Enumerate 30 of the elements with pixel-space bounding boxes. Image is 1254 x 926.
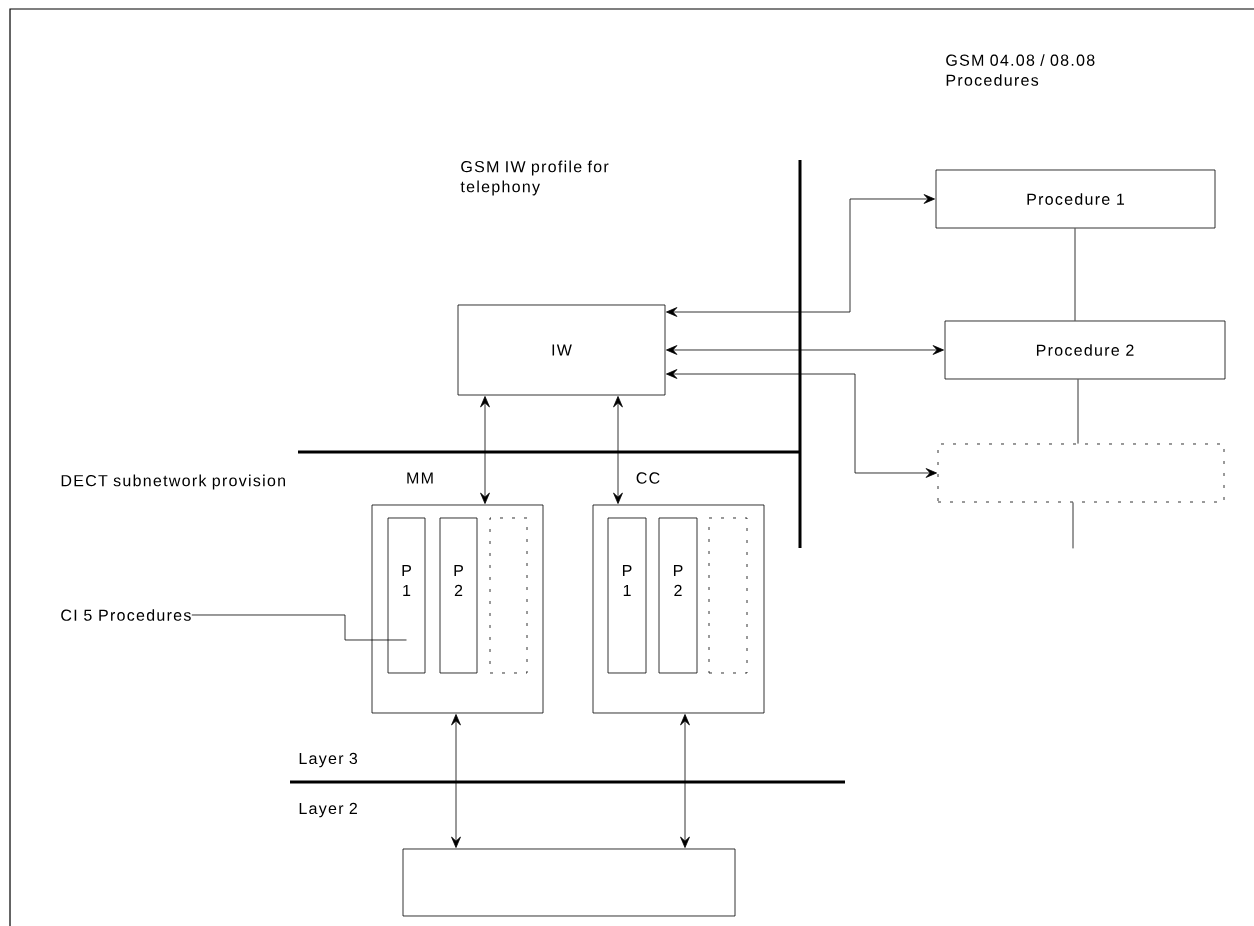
arrow bbox=[451, 714, 461, 848]
connector-line bbox=[1074, 228, 1076, 321]
section-heading: GSM IW profile for telephony bbox=[460, 160, 609, 196]
procedure-column: P 1 bbox=[607, 517, 647, 674]
procedure-column: P 1 bbox=[387, 517, 426, 674]
procedure-box: Procedure 2 bbox=[944, 320, 1226, 380]
section-heading: GSM 04.08 / 08.08 Procedures bbox=[946, 54, 1095, 86]
placeholder-column bbox=[708, 517, 748, 674]
procedure-column: P 2 bbox=[439, 517, 478, 674]
connector-line bbox=[1072, 502, 1074, 549]
process-box: IW bbox=[457, 304, 666, 396]
arrow bbox=[666, 345, 944, 355]
node-label: MM bbox=[407, 472, 433, 484]
arrow bbox=[613, 396, 623, 504]
arrow bbox=[680, 714, 690, 848]
node-label: CC bbox=[636, 472, 660, 484]
arrow bbox=[666, 369, 937, 478]
placeholder-box bbox=[937, 443, 1225, 503]
layer-label: Layer 3 bbox=[299, 752, 358, 768]
procedure-box: Procedure 1 bbox=[935, 169, 1216, 229]
procedure-column: P 2 bbox=[658, 517, 698, 674]
arrow bbox=[480, 396, 490, 504]
arrow bbox=[666, 194, 935, 317]
layer-label: Layer 2 bbox=[299, 802, 357, 818]
annotation-text: CI 5 Procedures bbox=[61, 609, 191, 621]
leader-line bbox=[191, 614, 407, 641]
connector-line bbox=[1077, 379, 1079, 444]
layer-box bbox=[402, 848, 736, 917]
section-heading: DECT subnetwork provision bbox=[61, 474, 285, 490]
placeholder-column bbox=[489, 517, 528, 674]
